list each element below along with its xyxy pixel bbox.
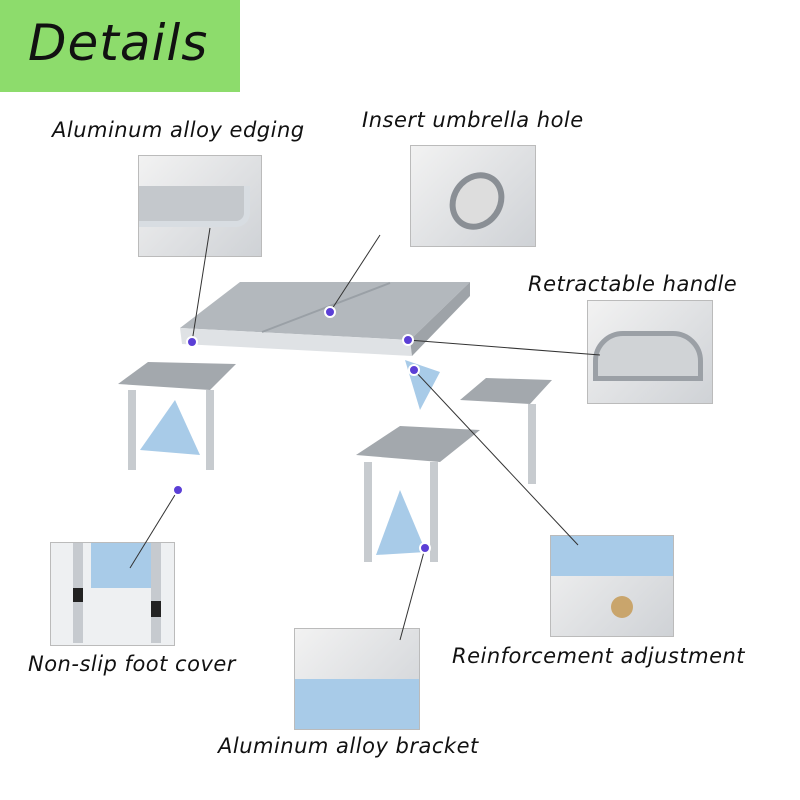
- inset-bracket-photo: [294, 628, 420, 730]
- left-bench: [118, 362, 236, 470]
- inset-foot-photo: [50, 542, 175, 646]
- callout-lines: [129, 227, 601, 641]
- header-title: Details: [28, 14, 209, 72]
- right-bench: [356, 360, 552, 562]
- details-header: Details: [0, 0, 240, 92]
- inset-handle-photo: [587, 300, 713, 404]
- label-handle: Retractable handle: [528, 272, 738, 296]
- label-reinforcement: Reinforcement adjustment: [452, 644, 746, 668]
- table-top: [180, 282, 470, 356]
- label-umbrella: Insert umbrella hole: [362, 108, 584, 132]
- inset-reinforcement-photo: [550, 535, 674, 637]
- label-foot: Non-slip foot cover: [28, 652, 236, 676]
- callout-markers: [172, 306, 431, 554]
- label-edging: Aluminum alloy edging: [52, 118, 305, 142]
- inset-umbrella-photo: [410, 145, 536, 247]
- label-bracket: Aluminum alloy bracket: [218, 734, 479, 758]
- inset-edging-photo: [138, 155, 262, 257]
